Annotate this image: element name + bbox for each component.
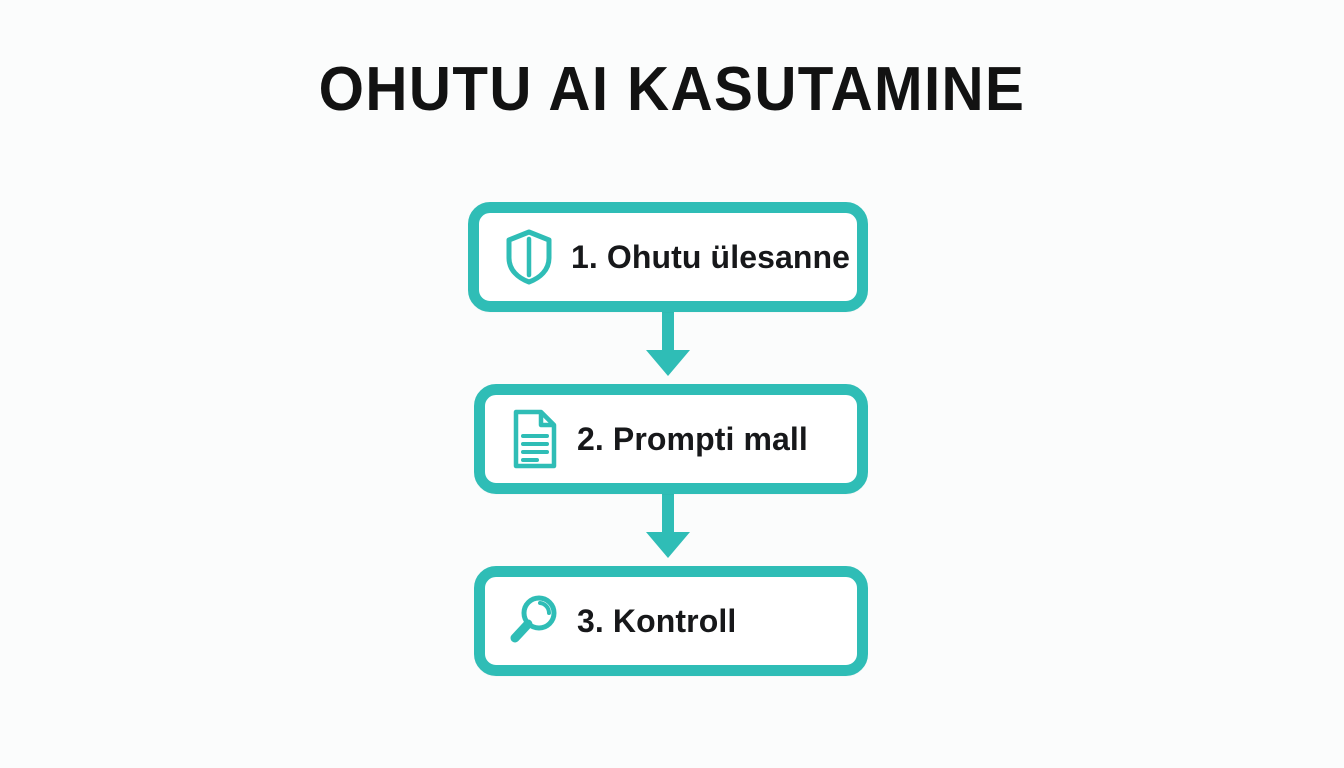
flow-connector-1 [468,312,868,384]
arrow-down-icon [640,494,696,560]
flow-step-2[interactable]: 2. Prompti mall [474,384,868,494]
flow-step-3[interactable]: 3. Kontroll [474,566,868,676]
flow-step-2-label: 2. Prompti mall [577,420,808,457]
process-flow: 1. Ohutu ülesanne [468,202,868,676]
flow-step-1-label: 1. Ohutu ülesanne [571,238,851,275]
flow-step-1[interactable]: 1. Ohutu ülesanne [468,202,868,312]
magnifier-icon [507,590,563,652]
page-title: OHUTU AI KASUTAMINE [318,55,1026,124]
arrow-down-icon [640,312,696,378]
flow-step-3-label: 3. Kontroll [577,602,737,639]
document-icon [507,408,563,470]
shield-icon [501,226,557,288]
flow-connector-2 [468,494,868,566]
